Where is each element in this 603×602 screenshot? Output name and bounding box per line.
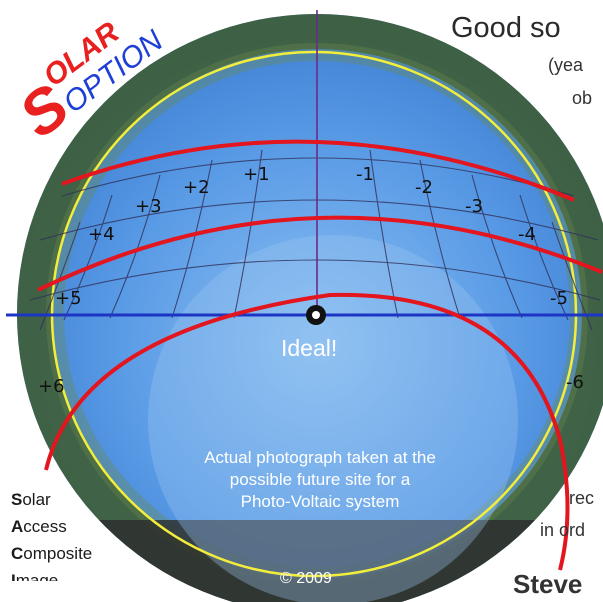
acronym-item: Composite — [11, 544, 93, 563]
hour-label: -4 — [518, 224, 536, 245]
hour-label: +6 — [38, 376, 65, 397]
hour-label: -5 — [550, 288, 568, 309]
zenith-marker — [306, 305, 326, 325]
sun-grid — [29, 149, 601, 331]
hour-label: +2 — [183, 177, 210, 198]
hour-label: +4 — [88, 224, 115, 245]
hour-label: +1 — [243, 164, 270, 185]
acronym-item: Solar — [11, 490, 51, 509]
caption-line-3: Photo-Voltaic system — [240, 492, 400, 511]
right-text-line-1: rec — [569, 488, 595, 508]
photo-caption: Actual photograph taken at the possible … — [150, 447, 490, 513]
acronym-list: Solar Access Composite Image — [11, 486, 92, 581]
heading-line-2: (yea — [548, 55, 584, 75]
caption-line-2: possible future site for a — [229, 470, 411, 489]
hour-label: -1 — [356, 164, 374, 185]
acronym-item: Image — [11, 571, 59, 581]
equinox-sun-path — [37, 215, 603, 292]
winter-sun-path — [44, 292, 570, 571]
hour-label: -3 — [465, 196, 483, 217]
copyright: © 2009 — [280, 570, 332, 587]
hour-labels: +1 +2 +3 +4 +5 +6 -1 -2 -3 -4 -5 -6 — [38, 164, 584, 397]
hour-label: -2 — [415, 177, 433, 198]
hour-label: +3 — [135, 196, 162, 217]
heading-line-1: Good so — [451, 12, 561, 44]
acronym-item: Access — [11, 517, 67, 536]
caption-line-1: Actual photograph taken at the — [204, 448, 436, 467]
summer-sun-path — [61, 139, 575, 202]
hour-label: +5 — [55, 288, 82, 309]
hour-label: -6 — [566, 372, 584, 393]
sun-paths — [37, 139, 603, 571]
right-text-line-2: in ord — [540, 520, 586, 540]
author-name: Steve — [513, 569, 583, 599]
center-label: Ideal! — [281, 335, 338, 361]
heading-line-3: ob — [572, 88, 593, 108]
